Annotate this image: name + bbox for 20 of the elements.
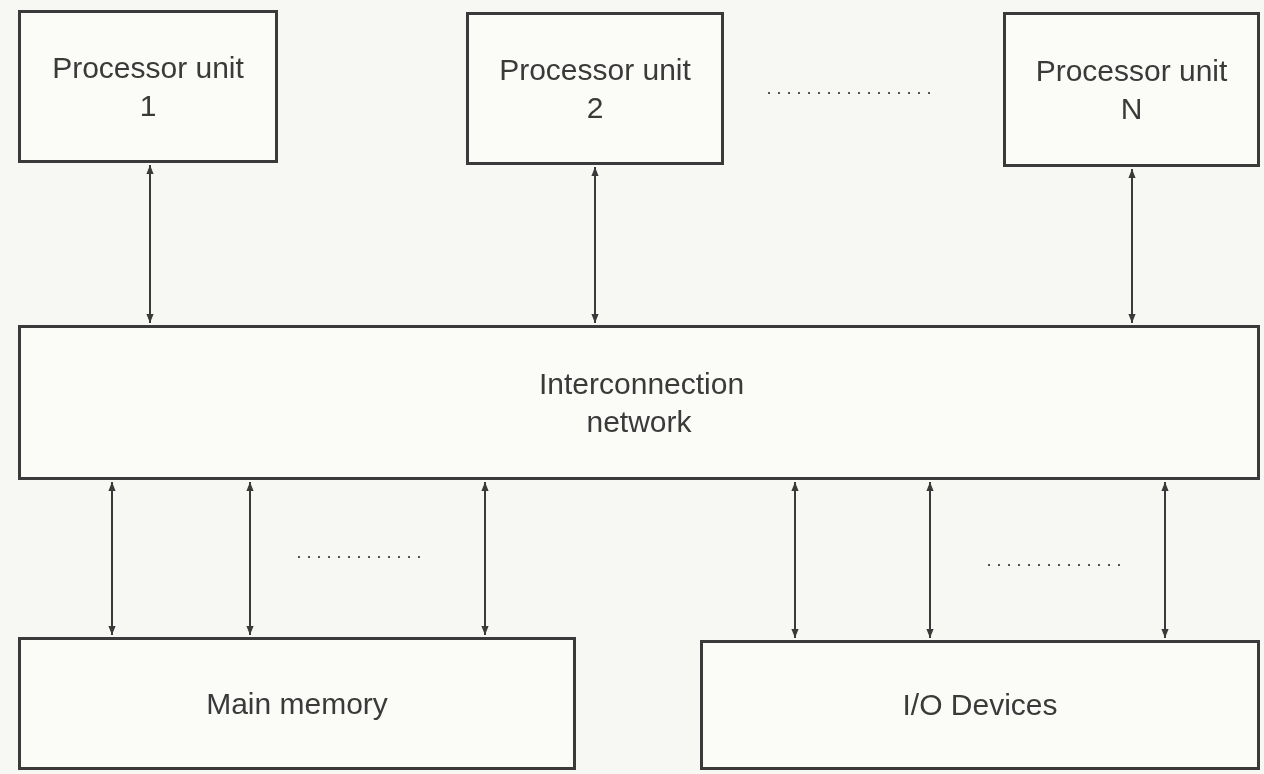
double-arrow	[146, 164, 154, 324]
double-arrow	[246, 481, 254, 636]
double-arrow	[1128, 168, 1136, 324]
double-arrow	[791, 481, 799, 639]
double-arrow	[926, 481, 934, 639]
box-label: Processor unit 1	[51, 50, 245, 124]
box-label: I/O Devices	[902, 687, 1058, 724]
process-box	[700, 640, 1260, 770]
box-label: Processor unit N	[1034, 53, 1229, 127]
double-arrow	[108, 481, 116, 636]
box-label: Processor unit 2	[498, 52, 692, 126]
process-box	[18, 10, 278, 163]
process-box	[18, 637, 576, 770]
double-arrow	[481, 481, 489, 636]
box-label: Main memory	[206, 685, 388, 722]
double-arrow	[591, 166, 599, 324]
process-box	[1003, 12, 1260, 167]
process-box	[466, 12, 724, 165]
double-arrow	[1161, 481, 1169, 639]
process-box	[18, 325, 1260, 480]
